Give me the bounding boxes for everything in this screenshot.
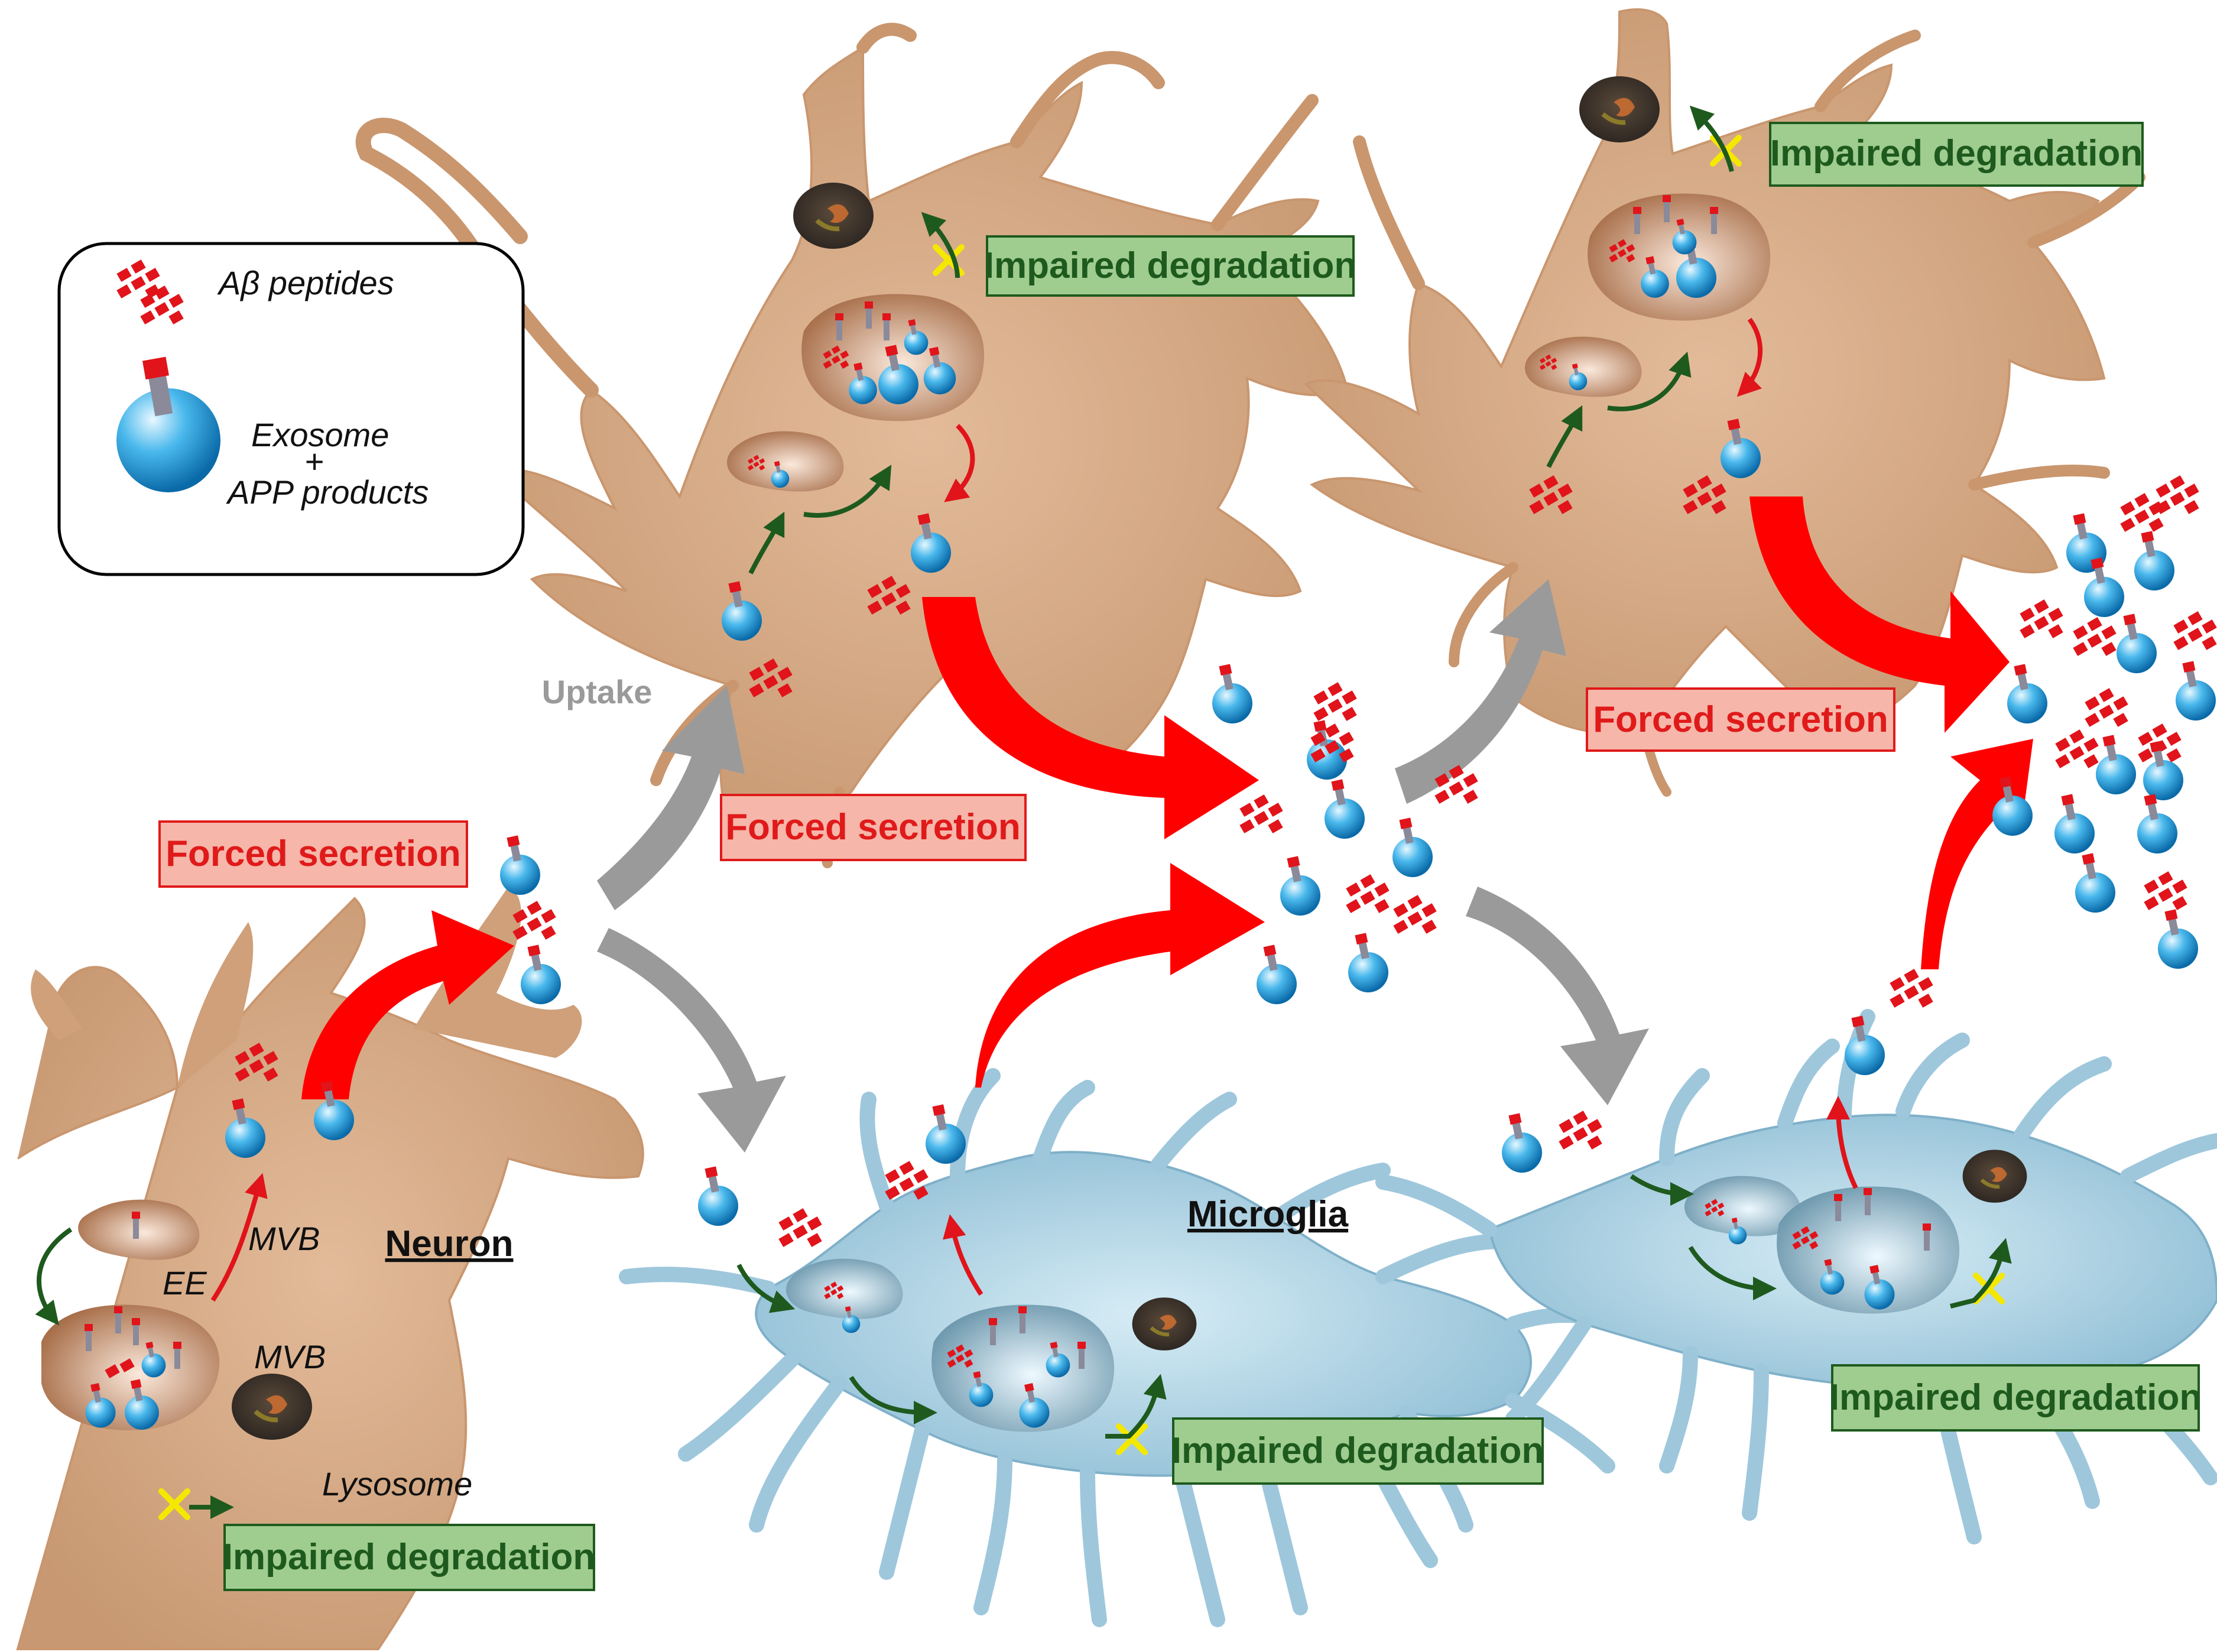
legend-app-label: APP products [226,473,429,511]
uptake-arrow-4 [1466,887,1649,1105]
legend-exosome-label: Exosome [251,416,389,453]
impaired-label-micro1: Impaired degradation [1171,1417,1544,1485]
forced-label-center: Forced secretion [720,794,1027,861]
microglia-label: Microglia [1187,1194,1349,1235]
impaired-label-cell2: Impaired degradation [1769,122,2144,187]
forced-label-right: Forced secretion [1586,687,1895,752]
legend-box: Aβ peptides Exosome + APP products [57,242,525,576]
legend-abeta-label: Aβ peptides [217,264,394,301]
cell2-mvb [1588,193,1771,321]
forced-arrow-micro2 [1862,739,2033,969]
forced-label-neuron: Forced secretion [158,820,468,888]
forced-arrow-cell1 [922,597,1259,839]
impaired-label-micro2: Impaired degradation [1829,1364,2202,1432]
forced-secretion-arrows [301,496,2033,1099]
micro2-organelles [1630,1096,2027,1314]
uptake-arrow-3 [1395,579,1566,804]
micro2-early-endosome [1684,1176,1801,1236]
impaired-label-cell1: Impaired degradation [984,235,1356,297]
svg-text:Forced secretion: Forced secretion [1593,699,1888,740]
forced-arrow-cell2 [1749,496,2010,733]
neuron-cell [16,887,644,1650]
svg-text:Impaired degradation: Impaired degradation [1171,1430,1544,1471]
uptake-label: Uptake [542,673,653,710]
mvb-label-bottom: MVB [254,1338,326,1375]
svg-text:Impaired degradation: Impaired degradation [1770,133,2143,174]
uptake-arrows [597,579,1649,1153]
neuron-label: Neuron [385,1223,514,1264]
neuron-organelles [35,1173,312,1517]
forced-arrow-micro1 [922,863,1265,1088]
uptake-arrow-1 [597,686,745,910]
cell1-organelles [727,183,985,575]
ee-label: EE [163,1264,207,1302]
cell2-organelles [1525,76,1771,468]
upper-cell-2 [1304,8,2145,797]
svg-text:Forced secretion: Forced secretion [165,833,461,874]
impaired-label-neuron: Impaired degradation [223,1524,595,1591]
cell2-early-endosome [1525,336,1642,397]
svg-text:Impaired degradation: Impaired degradation [223,1537,595,1578]
micro1-organelles [736,1214,1196,1452]
microglia-cell-1 [619,1068,1621,1627]
forced-arrow-neuron [301,910,514,1099]
svg-text:Impaired degradation: Impaired degradation [984,245,1356,286]
legend-plus: + [304,443,324,480]
cell1-early-endosome [727,431,844,492]
micro1-early-endosome [786,1258,903,1319]
legend-exosome-icon [116,356,220,492]
uptake-arrow-2 [597,928,786,1153]
svg-text:Impaired degradation: Impaired degradation [1829,1377,2202,1418]
mvb-label-top: MVB [248,1220,320,1257]
svg-text:Forced secretion: Forced secretion [725,807,1021,848]
lysosome-label: Lysosome [322,1465,472,1502]
